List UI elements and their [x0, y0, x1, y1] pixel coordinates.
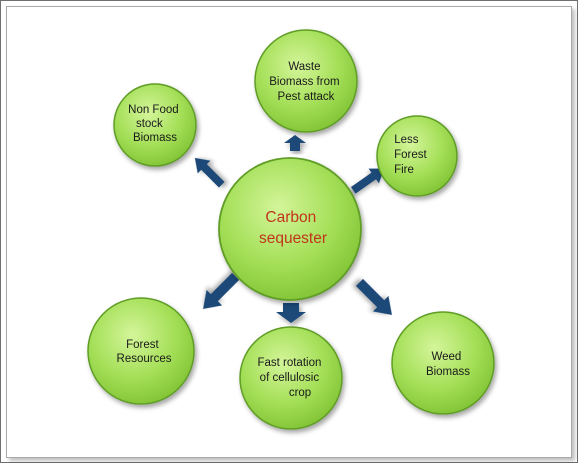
node-waste-biomass-line-1: Waste — [288, 61, 320, 73]
arrow-down-left-icon — [203, 272, 240, 309]
arrow-up-right-icon — [350, 168, 385, 194]
svg-text:Less Forest Fire: Less Forest Fire — [394, 134, 430, 176]
node-non-food-line-2: stock — [136, 118, 163, 130]
node-less-forest-fire-line-2: Forest — [394, 149, 427, 161]
node-waste-biomass: Waste Biomass from Pest attack — [254, 29, 358, 133]
node-weed-biomass-line-2: Biomass — [426, 366, 470, 378]
center-title-line-1: Carbon — [265, 209, 316, 226]
node-non-food-line-3: Biomass — [133, 132, 177, 144]
center-title-line-2: sequester — [259, 230, 327, 247]
node-less-forest-fire: Less Forest Fire — [376, 115, 458, 197]
node-less-forest-fire-line-1: Less — [394, 134, 419, 146]
node-carbon-sequester: Carbon sequester — [218, 157, 362, 301]
node-waste-biomass-line-2: Biomass from — [269, 76, 339, 88]
node-forest-resources: Forest Resources — [87, 297, 195, 405]
arrows — [194, 135, 392, 323]
svg-text:Forest Resources: Forest Resources — [117, 339, 172, 365]
node-waste-biomass-line-3: Pest attack — [278, 91, 335, 103]
node-forest-resources-line-2: Resources — [117, 353, 172, 365]
arrow-up-icon — [284, 135, 306, 151]
node-fast-rotation-line-1: Fast rotation — [257, 357, 321, 369]
svg-text:Fast rotation of cellulo: Fast rotation of cellulosic crop — [257, 357, 324, 399]
arrow-down-icon — [276, 303, 306, 323]
arrow-up-left-icon — [194, 157, 225, 188]
node-non-food-stock-biomass: Non Food stock Biomass — [113, 83, 197, 167]
node-less-forest-fire-line-3: Fire — [394, 164, 414, 176]
svg-text:Carbon sequester: Carbon sequester — [259, 209, 327, 247]
arrow-down-right-icon — [355, 278, 392, 315]
node-non-food-line-1: Non Food — [128, 104, 179, 116]
node-fast-rotation-line-3: crop — [289, 387, 311, 399]
svg-text:Waste Biomass from: Waste Biomass from Pest attack — [269, 61, 343, 103]
node-forest-resources-line-1: Forest — [126, 339, 159, 351]
node-fast-rotation: Fast rotation of cellulosic crop — [239, 326, 343, 430]
svg-text:Weed Biomass: Weed Biomass — [426, 351, 470, 378]
node-fast-rotation-line-2: of cellulosic — [260, 372, 320, 384]
svg-text:Non Food stock Bio: Non Food stock Biomass — [128, 104, 182, 144]
node-weed-biomass-line-1: Weed — [431, 351, 461, 363]
node-weed-biomass: Weed Biomass — [391, 311, 495, 415]
